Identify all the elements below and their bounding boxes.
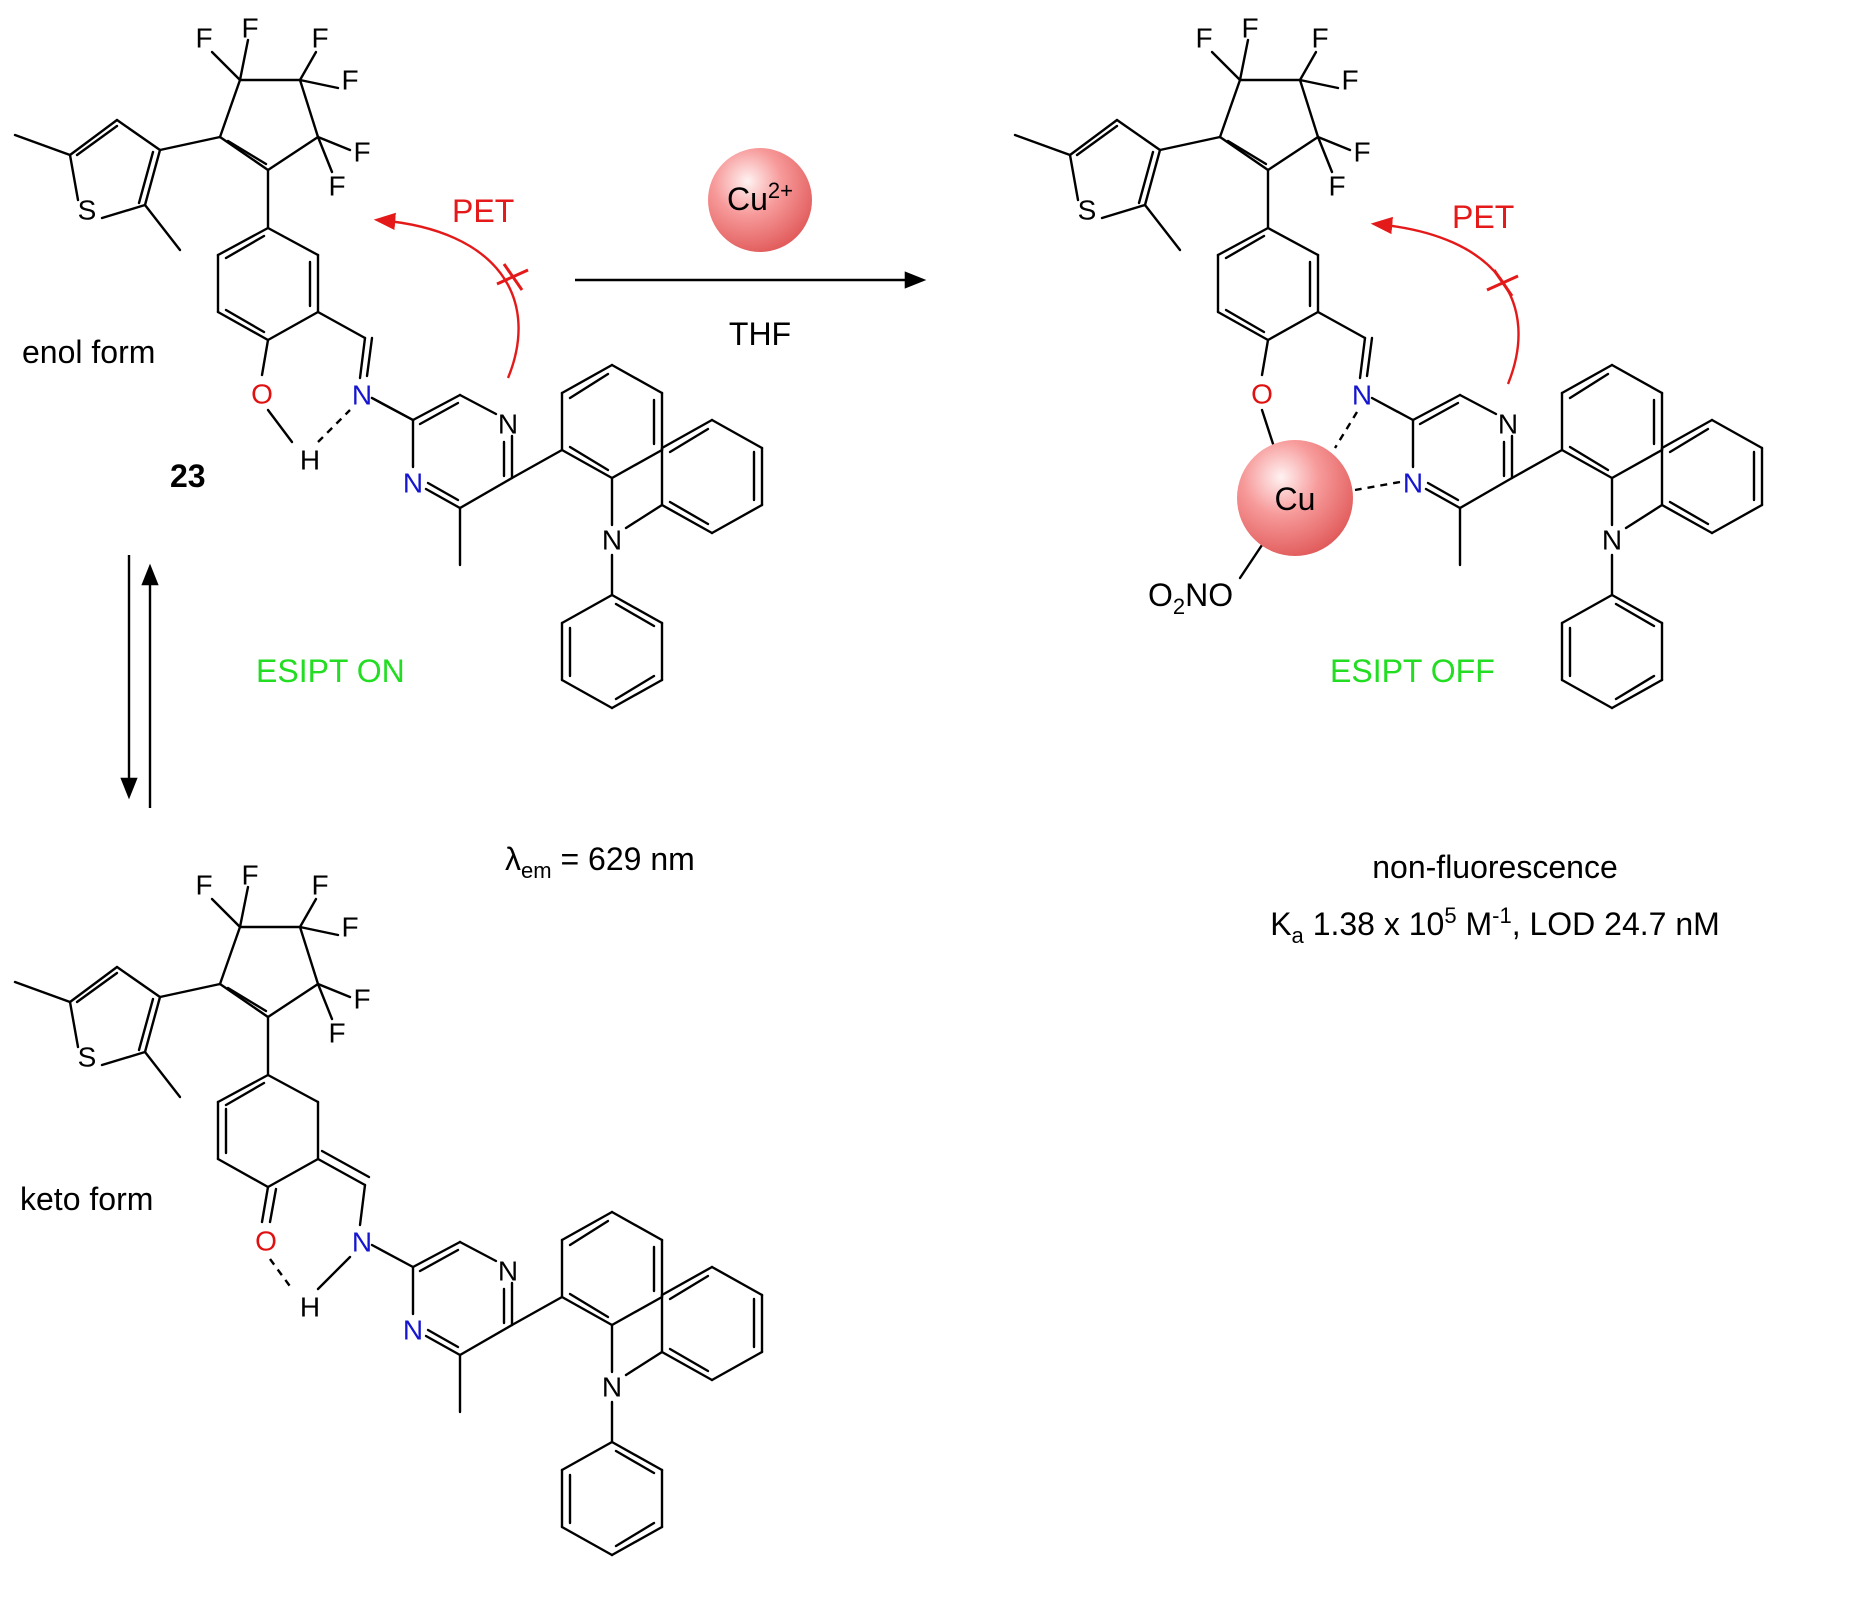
atom-f: F xyxy=(311,23,328,54)
atom-f: F xyxy=(241,13,258,44)
cu-ion-label: Cu2+ xyxy=(727,178,793,217)
atom-n: N xyxy=(403,468,423,499)
atom-n: N xyxy=(352,380,372,411)
atom-s: S xyxy=(1078,195,1097,226)
pet-arrow-enol: PET xyxy=(373,193,529,379)
keto-form-label: keto form xyxy=(20,1181,153,1217)
pet-label: PET xyxy=(452,193,514,229)
result-label: non-fluorescence xyxy=(1372,849,1617,885)
atom-f: F xyxy=(341,912,358,943)
pet-arrow-complex: PET xyxy=(1370,199,1520,385)
atom-n: N xyxy=(1352,380,1372,411)
binding-constant-label: Ka 1.38 x 105 M-1, LOD 24.7 nM xyxy=(1270,903,1720,948)
atom-n: N xyxy=(602,525,622,556)
atom-f: F xyxy=(341,65,358,96)
atom-n: N xyxy=(403,1315,423,1346)
cu-ion-sphere xyxy=(708,148,812,252)
equilibrium-arrows xyxy=(120,555,159,808)
atom-f: F xyxy=(328,1018,345,1049)
atom-f: F xyxy=(1241,13,1258,44)
reaction-arrow: Cu2+ THF xyxy=(575,148,927,352)
esipt-off-label: ESIPT OFF xyxy=(1330,653,1495,689)
atom-f: F xyxy=(1311,23,1328,54)
atom-f: F xyxy=(195,870,212,901)
cu-metal-center xyxy=(1237,440,1353,556)
cu-complex-structure: F F F F F F S O N N N N Cu O2NO xyxy=(1013,13,1764,710)
atom-n: N xyxy=(602,1372,622,1403)
atom-f: F xyxy=(195,23,212,54)
atom-o: O xyxy=(255,1226,277,1257)
nitrate-label: O2NO xyxy=(1148,577,1233,619)
atom-h: H xyxy=(300,1292,320,1323)
atom-n: N xyxy=(1602,525,1622,556)
atom-f: F xyxy=(328,171,345,202)
emission-label: λem = 629 nm xyxy=(505,841,695,883)
atom-o: O xyxy=(251,379,273,410)
atom-f: F xyxy=(353,984,370,1015)
atom-n: N xyxy=(1498,409,1518,440)
atom-s: S xyxy=(78,1042,97,1073)
enol-structure: F F F F F F S O N H N N N xyxy=(13,13,764,710)
atom-n: N xyxy=(498,1256,518,1287)
keto-structure: F F F F F F S O N H N N N xyxy=(13,860,764,1557)
atom-s: S xyxy=(78,195,97,226)
enol-form-label: enol form xyxy=(22,334,155,370)
atom-f: F xyxy=(311,870,328,901)
solvent-label: THF xyxy=(729,316,791,352)
atom-n: N xyxy=(352,1227,372,1258)
atom-f: F xyxy=(353,137,370,168)
compound-number: 23 xyxy=(170,458,206,494)
atom-f: F xyxy=(1195,23,1212,54)
esipt-on-label: ESIPT ON xyxy=(256,653,405,689)
atom-o: O xyxy=(1251,379,1273,410)
atom-n: N xyxy=(1403,468,1423,499)
atom-n: N xyxy=(498,409,518,440)
cu-metal-label: Cu xyxy=(1275,481,1316,517)
atom-f: F xyxy=(1341,65,1358,96)
atom-f: F xyxy=(1353,137,1370,168)
atom-f: F xyxy=(241,860,258,891)
atom-h: H xyxy=(300,445,320,476)
atom-f: F xyxy=(1328,171,1345,202)
pet-label: PET xyxy=(1452,199,1514,235)
